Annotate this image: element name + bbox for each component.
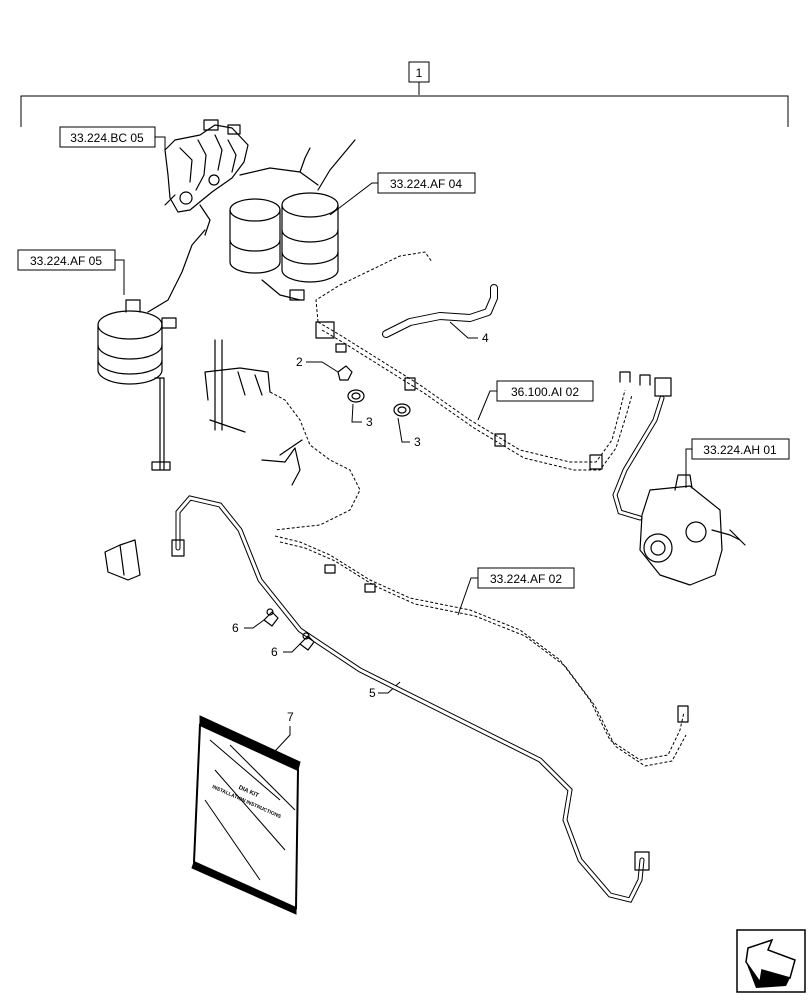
reference-af04[interactable]: 33.224.AF 04 — [329, 172, 476, 216]
item-number: 6 — [271, 645, 278, 659]
reference-bc05[interactable]: 33.224.BC 05 — [59, 126, 166, 150]
reference-label: 36.100.AI 02 — [511, 385, 579, 399]
reference-label: 33.224.AF 02 — [490, 572, 562, 586]
reference-af02[interactable]: 33.224.AF 02 — [457, 567, 575, 616]
item-number: 7 — [287, 710, 294, 724]
air-line-af02 — [269, 391, 689, 767]
air-tank-af05 — [97, 229, 206, 385]
item-number: 6 — [232, 621, 239, 635]
assembly-number: 1 — [416, 66, 423, 80]
reference-label: 33.224.AH 01 — [703, 443, 777, 457]
reference-ai02[interactable]: 36.100.AI 02 — [477, 380, 594, 421]
clip-item-3a — [347, 389, 365, 403]
hose-to-ah01 — [612, 377, 672, 521]
bracket-rod — [151, 377, 171, 471]
clip-item-2 — [337, 365, 353, 381]
air-line-ai02 — [315, 251, 651, 471]
tube-item-4 — [382, 284, 498, 338]
assembly-bracket: 1 — [20, 61, 789, 127]
reference-label: 33.224.AF 04 — [390, 177, 462, 191]
compressor-ah01 — [639, 474, 746, 586]
item-number: 2 — [296, 355, 303, 369]
clip-item-6a — [263, 608, 279, 627]
hose-item-5 — [171, 495, 650, 903]
clip-item-6b — [299, 632, 315, 651]
callout-item-6b: 6 — [271, 643, 301, 659]
callout-item-4: 4 — [449, 321, 489, 345]
reference-label: 33.224.BC 05 — [70, 131, 144, 145]
item-number: 5 — [369, 686, 376, 700]
clip-item-3b — [393, 403, 411, 417]
callout-item-2: 2 — [296, 355, 339, 373]
arrow-corner-icon[interactable] — [736, 929, 806, 993]
reference-ah01[interactable]: 33.224.AH 01 — [685, 438, 790, 488]
valve-block-cluster — [164, 119, 249, 236]
item-number: 3 — [414, 435, 421, 449]
callout-item-6a: 6 — [232, 619, 265, 635]
reference-af05[interactable]: 33.224.AF 05 — [17, 249, 125, 295]
mounting-brackets — [204, 339, 303, 486]
item-number: 4 — [482, 331, 489, 345]
callout-item-3b: 3 — [397, 417, 421, 449]
item-number: 3 — [366, 415, 373, 429]
callout-item-3a: 3 — [351, 403, 373, 429]
air-tank-af04 — [229, 139, 356, 301]
reference-label: 33.224.AF 05 — [30, 254, 102, 268]
installation-manual: DIA KIT INSTALLATION INSTRUCTIONS — [191, 715, 301, 915]
small-bracket — [104, 539, 141, 581]
